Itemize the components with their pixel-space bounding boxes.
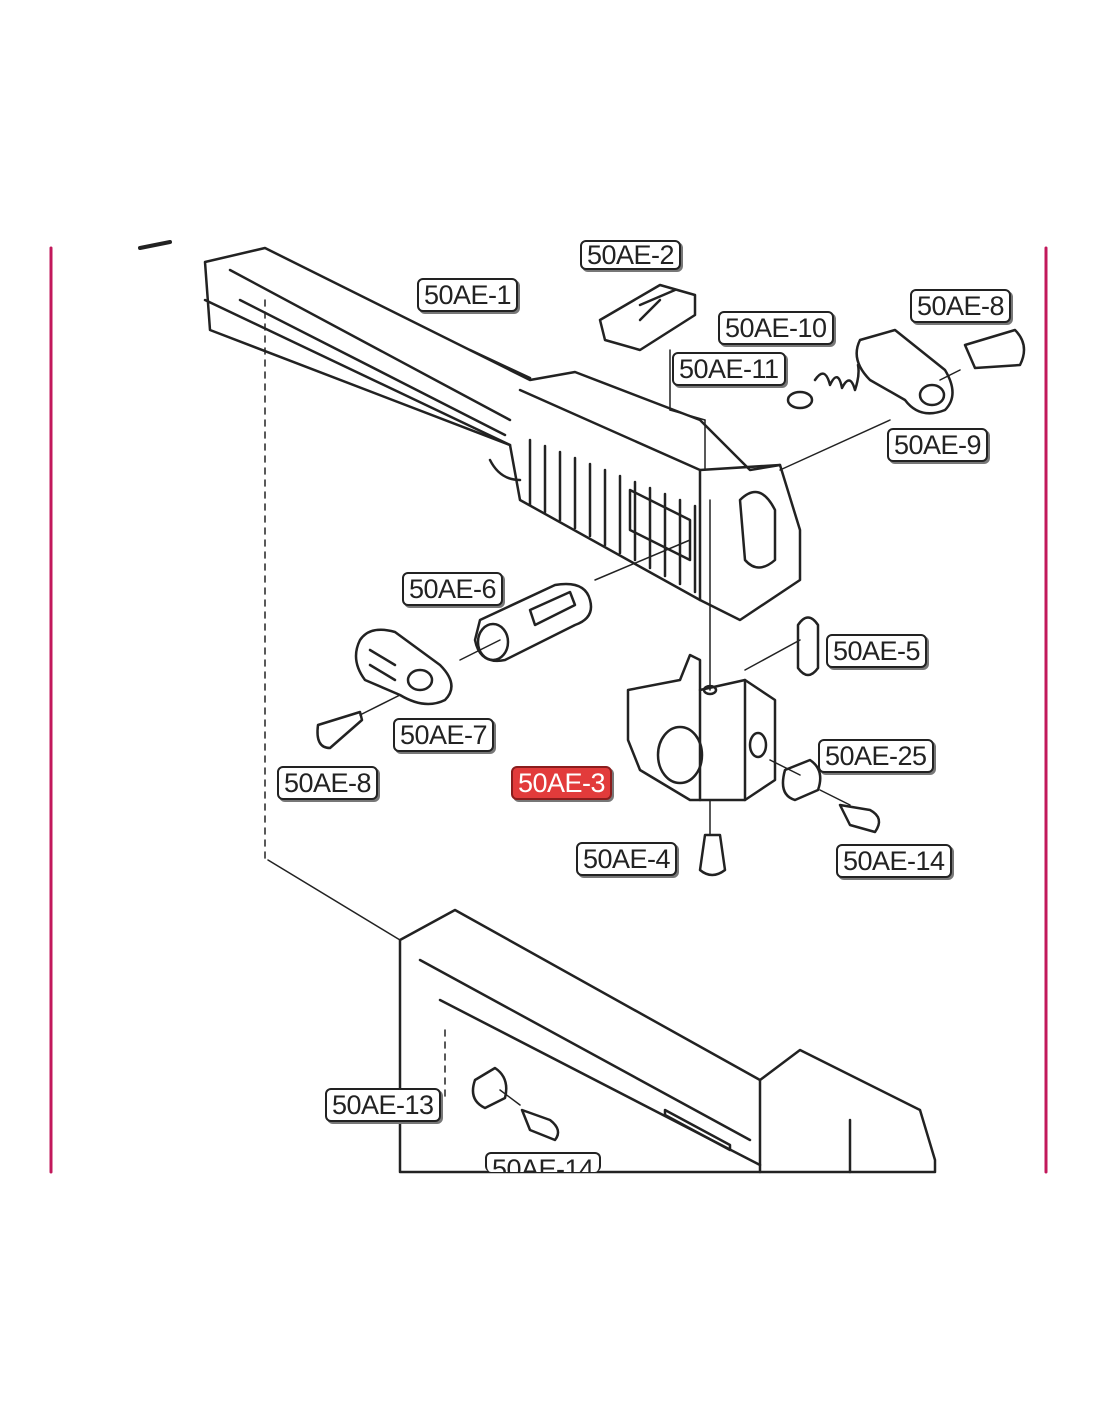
part-13-drawing xyxy=(471,1066,508,1110)
part-11-plunger-drawing xyxy=(786,390,814,410)
slide-upper-drawing xyxy=(138,240,802,622)
part-label-10: 50AE-10 xyxy=(718,311,834,345)
part-label-3-highlighted: 50AE-3 xyxy=(511,766,613,800)
part-label-25: 50AE-25 xyxy=(818,739,934,773)
part-10-spring-drawing xyxy=(813,363,860,392)
part-4-screw-drawing xyxy=(698,833,727,877)
part-label-14-upper: 50AE-14 xyxy=(836,844,952,878)
part-label-8-upper: 50AE-8 xyxy=(910,289,1012,323)
part-label-14-lower: 50AE-14 xyxy=(485,1152,601,1172)
part-14-screw-drawing xyxy=(838,803,881,834)
part-label-8-lower: 50AE-8 xyxy=(277,766,379,800)
part-25-drawing xyxy=(781,758,822,802)
part-label-9: 50AE-9 xyxy=(887,428,989,462)
part-label-6: 50AE-6 xyxy=(402,572,504,606)
slide-lower-drawing xyxy=(398,908,937,1174)
part-5-drawing xyxy=(796,616,820,677)
part-label-2: 50AE-2 xyxy=(580,240,682,270)
part-2-drawing xyxy=(598,283,697,352)
part-label-13: 50AE-13 xyxy=(325,1088,441,1122)
part-9-drawing xyxy=(855,328,954,415)
part-label-1: 50AE-1 xyxy=(417,278,519,312)
part-8-upper-screw-drawing xyxy=(963,328,1026,370)
part-label-4: 50AE-4 xyxy=(576,842,678,876)
part-8-lower-screw-drawing xyxy=(316,710,364,750)
part-label-11: 50AE-11 xyxy=(672,352,786,386)
part-label-5: 50AE-5 xyxy=(826,634,928,668)
part-3-drawing xyxy=(626,653,777,802)
part-14-lower-screw-drawing xyxy=(520,1108,560,1142)
part-7-drawing xyxy=(354,628,453,706)
part-6-drawing xyxy=(473,582,593,663)
part-label-7: 50AE-7 xyxy=(393,718,495,752)
assembly-lines xyxy=(264,299,961,1106)
